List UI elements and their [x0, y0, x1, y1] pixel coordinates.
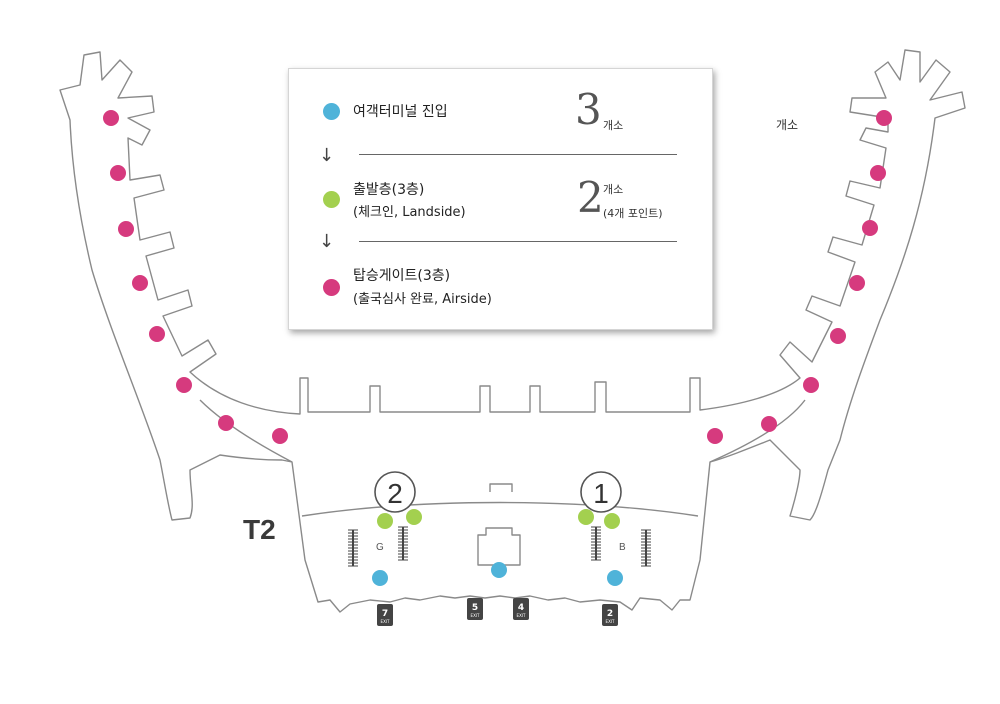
counter-row: [591, 526, 601, 561]
exit-4-text: EXIT: [517, 613, 526, 618]
checkin-point: [578, 509, 594, 525]
exit-7-number: 7: [382, 609, 388, 619]
checkin-point: [604, 513, 620, 529]
gate-point: [132, 275, 148, 291]
center-notch: [489, 483, 513, 492]
exit-7: 7 EXIT: [377, 604, 393, 626]
gate-point: [118, 221, 134, 237]
exit-7-text: EXIT: [381, 619, 390, 624]
exit-2-number: 2: [607, 609, 613, 619]
entry-point: [607, 570, 623, 586]
legend-entry-unit: 개소: [603, 119, 624, 132]
checkin-point: [406, 509, 422, 525]
gate-point: [149, 326, 165, 342]
zone-number-2: 2: [387, 478, 403, 509]
exit-5-number: 5: [472, 603, 478, 613]
legend-arrow-1: ↓: [319, 145, 335, 166]
gate-point: [876, 110, 892, 126]
gate-point: [707, 428, 723, 444]
legend-checkin-unit: 개소: [603, 183, 624, 196]
exit-4: 4 EXIT: [513, 598, 529, 620]
gate-point: [218, 415, 234, 431]
gate-point: [862, 220, 878, 236]
counter-row: [348, 529, 358, 567]
legend-gate-sub: (출국심사 완료, Airside): [353, 292, 492, 307]
legend-panel: 여객터미널 진입 3 개소 ↓ 출발층(3층) (체크인, Landside) …: [288, 68, 713, 330]
exit-5: 5 EXIT: [467, 598, 483, 620]
row-label-b: B: [619, 542, 626, 553]
legend-checkin-count: 2: [577, 173, 604, 222]
zone-circle-2: 2: [374, 471, 416, 513]
gate-point: [870, 165, 886, 181]
legend-checkin-dot: [323, 191, 340, 208]
gate-point: [761, 416, 777, 432]
terminal-label: T2: [243, 514, 276, 545]
exit-4-number: 4: [518, 603, 524, 613]
legend-gate-label: 탑승게이트(3층): [353, 268, 451, 284]
legend-entry-dot: [323, 103, 340, 120]
legend-checkin-label: 출발층(3층): [353, 182, 425, 198]
gate-point: [849, 275, 865, 291]
exit-2-text: EXIT: [606, 619, 615, 624]
legend-checkin-sub: (체크인, Landside): [353, 205, 466, 220]
row-label-g: G: [376, 542, 384, 553]
legend-checkin-unit-note: (4개 포인트): [603, 207, 663, 220]
exit-2: 2 EXIT: [602, 604, 618, 626]
exit-5-text: EXIT: [471, 613, 480, 618]
legend-divider-1: [359, 154, 677, 155]
legend-arrow-2: ↓: [319, 231, 335, 252]
checkin-point: [377, 513, 393, 529]
gate-point: [272, 428, 288, 444]
gate-point: [110, 165, 126, 181]
center-block: [477, 527, 521, 566]
gate-point: [103, 110, 119, 126]
entry-point: [491, 562, 507, 578]
entry-point: [372, 570, 388, 586]
left-pier: [59, 49, 966, 613]
left-inner-line: [199, 399, 293, 463]
gate-point: [803, 377, 819, 393]
stray-count-label: 개소: [776, 118, 799, 132]
legend-entry-label: 여객터미널 진입: [353, 104, 448, 120]
zone-circle-1: 1: [580, 471, 622, 513]
legend-entry-count: 3: [575, 85, 602, 134]
map-points: [103, 110, 892, 586]
legend-gate-dot: [323, 279, 340, 296]
checkin-counters: [348, 526, 651, 567]
counter-row: [398, 526, 408, 561]
legend-divider-2: [359, 241, 677, 242]
gate-point: [176, 377, 192, 393]
zone-number-1: 1: [593, 478, 609, 509]
counter-row: [641, 529, 651, 567]
checkin-hall-line: [301, 501, 699, 517]
gate-point: [830, 328, 846, 344]
